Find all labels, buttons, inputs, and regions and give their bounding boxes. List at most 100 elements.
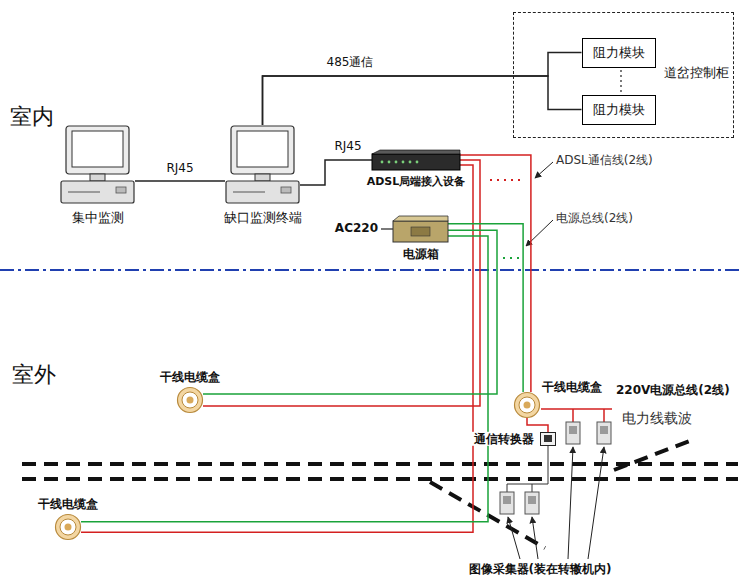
converter-panel — [544, 435, 552, 442]
device-led — [409, 161, 412, 164]
monitor-neck — [90, 174, 105, 181]
computer-icon: 缺口监测终端 — [225, 125, 300, 205]
edge-label: 485通信 — [327, 55, 374, 69]
collector-wire — [507, 446, 548, 492]
screen — [237, 131, 288, 167]
power-box-body — [393, 221, 448, 242]
computer-icon-shape — [60, 125, 135, 205]
connector — [460, 155, 531, 392]
screen — [72, 131, 123, 167]
cable-box-outer — [515, 393, 540, 418]
wire-dots — [490, 179, 522, 181]
device-led — [395, 161, 398, 164]
power-box-panel — [411, 227, 430, 236]
drive-slot — [68, 192, 100, 193]
computer-icon: 集中监测 — [60, 125, 135, 205]
connector — [300, 160, 372, 185]
turnout-rail — [614, 440, 692, 470]
rail — [22, 477, 738, 481]
adsl-device-label: ADSL局端接入设备 — [367, 175, 466, 188]
image-collector — [597, 422, 611, 444]
monitor — [231, 126, 294, 174]
collector-lens — [528, 496, 536, 504]
computer-icon-label: 集中监测 — [72, 210, 124, 226]
wire-dots — [503, 257, 519, 259]
collector-lens — [503, 496, 511, 504]
power-button — [116, 187, 126, 193]
voltage-label: AC220 — [335, 221, 378, 235]
power-bus — [541, 409, 612, 422]
leader-arrow — [526, 220, 553, 246]
cable-box: 干线电缆盒 — [177, 387, 203, 413]
connector — [527, 418, 548, 432]
computer-icon-label: 缺口监测终端 — [224, 210, 302, 226]
device-led — [381, 161, 384, 164]
resistance-module: 阻力模块 — [582, 38, 656, 68]
power-box-shape — [393, 216, 448, 242]
input-wire — [381, 228, 393, 229]
monitor-neck — [255, 174, 270, 181]
cable-box: 干线电缆盒 — [55, 514, 81, 540]
carrier-note: 电力线载波 — [622, 410, 692, 427]
device-led — [402, 161, 405, 164]
cable-box: 干线电缆盒 — [514, 392, 540, 418]
device-body — [372, 154, 460, 170]
wire-note: ADSL通信线(2线) — [556, 153, 653, 167]
cable-box-outer — [178, 388, 203, 413]
cable-box-ring — [182, 392, 198, 408]
resistance-module-label: 阻力模块 — [593, 102, 645, 118]
cable-box-label: 干线电缆盒 — [542, 380, 602, 394]
boundary-line — [0, 269, 740, 271]
leader-arrow — [532, 517, 538, 559]
computer-base — [61, 181, 134, 203]
computer-base — [226, 181, 299, 203]
module-ellipsis — [620, 70, 621, 93]
resistance-module-label: 阻力模块 — [593, 45, 645, 61]
cable-box-ring — [519, 397, 535, 413]
converter: 通信转换器 — [540, 432, 556, 446]
leader-arrow — [508, 517, 520, 559]
zone-label: 室外 — [12, 362, 56, 388]
connector — [81, 236, 488, 522]
control-cabinet-label: 道岔控制柜 — [664, 65, 729, 81]
power-box-top — [393, 216, 448, 221]
zone-label: 室内 — [10, 104, 54, 130]
device-led — [388, 161, 391, 164]
monitor — [66, 126, 129, 174]
cable-box-core — [65, 524, 72, 531]
control-cabinet: 道岔控制柜阻力模块阻力模块 — [513, 12, 734, 138]
collector-lens — [569, 426, 577, 434]
image-collector — [566, 422, 580, 444]
collector-note: 图像采集器(装在转辙机内) — [469, 562, 612, 576]
converter-body — [541, 433, 556, 446]
connector — [135, 180, 225, 182]
device-top — [372, 150, 460, 154]
computer-icon-shape — [225, 125, 300, 205]
cable-box-outer — [56, 515, 81, 540]
adsl-device: ADSL局端接入设备 — [372, 150, 460, 170]
cable-box-label: 干线电缆盒 — [38, 497, 98, 511]
bus-note: 220V电源总线(2线) — [616, 383, 730, 397]
cable-box-ring — [60, 519, 76, 535]
converter-label: 通信转换器 — [472, 432, 536, 446]
image-collector — [525, 492, 539, 514]
power-box: 电源箱 — [393, 216, 448, 242]
device-led — [416, 161, 419, 164]
power-button — [281, 187, 291, 193]
cable-box-core — [524, 402, 531, 409]
wire-note: 电源总线(2线) — [556, 211, 633, 225]
image-collector — [500, 492, 514, 514]
leader-arrow — [568, 447, 573, 559]
cable-box-label: 干线电缆盒 — [160, 370, 220, 384]
cable-box-shape — [514, 392, 540, 418]
converter-shape — [540, 432, 556, 446]
adsl-device-shape — [372, 150, 460, 170]
collector-lens — [600, 426, 608, 434]
cable-box-shape — [55, 514, 81, 540]
rail — [22, 462, 738, 466]
connector — [203, 230, 497, 394]
connector — [203, 160, 480, 406]
